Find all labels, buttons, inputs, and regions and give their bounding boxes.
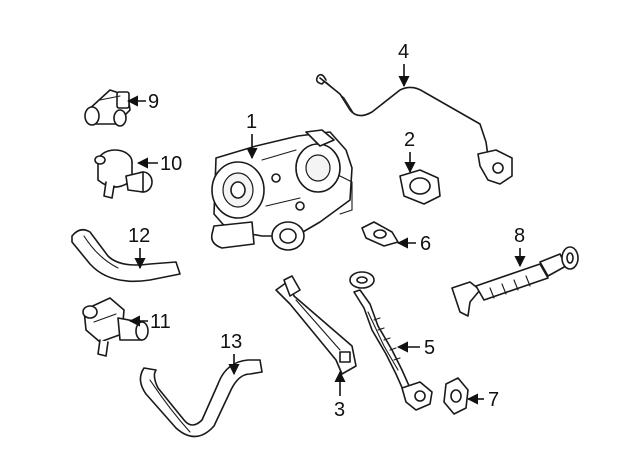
part-1-turbocharger xyxy=(210,129,353,251)
part-13-hose xyxy=(139,359,263,438)
part-12-hose xyxy=(71,228,181,283)
part-7-gasket xyxy=(443,377,469,415)
callout-label-3: 3 xyxy=(334,399,345,421)
callout-label-12: 12 xyxy=(128,225,150,247)
part-9-valve xyxy=(84,89,131,127)
callout-label-6: 6 xyxy=(420,233,431,255)
callout-11: 11 xyxy=(128,311,171,333)
callout-label-10: 10 xyxy=(160,153,182,175)
part-3-bracket xyxy=(275,275,357,375)
part-10-valve xyxy=(94,149,153,199)
part-4-line xyxy=(315,73,513,185)
part-2-gasket xyxy=(399,169,441,205)
callout-9: 9 xyxy=(126,91,159,113)
callout-10: 10 xyxy=(136,153,182,175)
callout-label-8: 8 xyxy=(514,225,525,247)
callout-label-1: 1 xyxy=(246,111,257,133)
callout-13: 13 xyxy=(220,331,242,376)
part-5-hose xyxy=(349,271,433,411)
callout-label-5: 5 xyxy=(424,337,435,359)
callout-4: 4 xyxy=(398,41,410,88)
callout-label-9: 9 xyxy=(148,91,159,113)
callout-6: 6 xyxy=(396,233,431,255)
callout-8: 8 xyxy=(514,225,526,268)
callout-3: 3 xyxy=(334,370,346,421)
callout-label-7: 7 xyxy=(488,389,499,411)
callout-label-11: 11 xyxy=(150,311,171,333)
callout-7: 7 xyxy=(466,389,499,411)
callout-2: 2 xyxy=(404,129,416,174)
callout-12: 12 xyxy=(128,225,150,270)
callout-1: 1 xyxy=(246,111,258,160)
callout-label-4: 4 xyxy=(398,41,409,63)
part-6-gasket xyxy=(361,221,399,247)
callout-5: 5 xyxy=(396,337,435,359)
callout-label-13: 13 xyxy=(220,331,242,353)
part-8-hose xyxy=(451,246,579,317)
callout-label-2: 2 xyxy=(404,129,415,151)
part-11-valve xyxy=(82,297,149,357)
